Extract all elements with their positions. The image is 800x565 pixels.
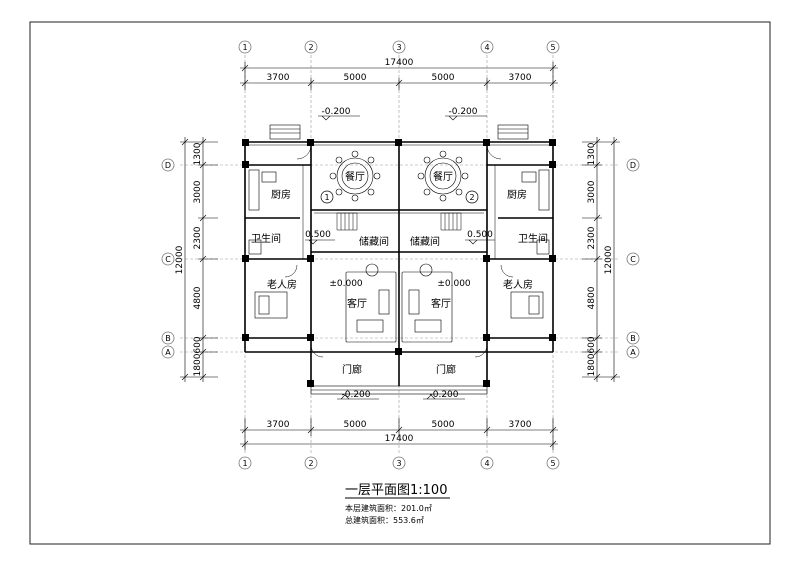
dim-left-1: 1300 (193, 142, 203, 165)
axis-label-left-d: D (165, 161, 171, 170)
dim-left-3: 2300 (193, 226, 203, 249)
dim-lines-right (582, 137, 620, 382)
room-dining-right: 餐厅 (433, 170, 453, 183)
dim-right-1: 1300 (587, 142, 597, 165)
dim-bottom-total: 17400 (385, 434, 414, 444)
axis-label-right-a: A (630, 348, 636, 357)
dim-right-6: 1800 (587, 353, 597, 376)
unit-marker-2-label: 2 (469, 193, 474, 202)
dim-bottom-3: 5000 (432, 420, 455, 430)
axis-label-top-1: 1 (242, 43, 247, 52)
dim-bottom-2: 5000 (344, 420, 367, 430)
kitchen-fixtures (248, 169, 550, 255)
dim-top-total: 17400 (385, 58, 414, 68)
dim-right-5: 600 (587, 336, 597, 353)
room-storage-left: 储藏间 (359, 235, 389, 248)
dim-left-2: 3000 (193, 180, 203, 203)
plan-title: 一层平面图1:100 (345, 483, 447, 498)
room-kitchen-right: 厨房 (507, 188, 527, 201)
room-dining-left: 餐厅 (345, 170, 365, 183)
dim-left-5: 600 (193, 336, 203, 353)
dim-left-total: 12000 (175, 245, 185, 274)
axis-label-right-b: B (630, 334, 636, 343)
elev-bottom-right: -0.200 (429, 390, 458, 400)
dining-table-left (329, 150, 381, 202)
porch-steps (310, 385, 488, 395)
room-storage-right: 储藏间 (410, 235, 440, 248)
total-area-note: 总建筑面积：553.6㎡ (345, 515, 424, 525)
unit-marker-1 (320, 190, 334, 204)
axis-bubbles-left (161, 158, 175, 359)
elev-top-right: -0.200 (448, 107, 477, 117)
elev-top-left: -0.200 (321, 107, 350, 117)
axis-label-bottom-5: 5 (550, 459, 555, 468)
dining-table-right (417, 150, 469, 202)
axis-label-bottom-3: 3 (396, 459, 401, 468)
room-porch-right: 门廊 (436, 363, 456, 376)
elev-living-left: ±0.000 (329, 279, 363, 289)
axis-bubbles-top (238, 40, 560, 54)
page-border (29, 21, 771, 545)
room-elder-right: 老人房 (503, 278, 533, 291)
elev-living-right: ±0.000 (437, 279, 471, 289)
dim-lines-bottom (240, 418, 558, 450)
elev-step-right: 0.500 (467, 230, 493, 240)
axis-label-top-3: 3 (396, 43, 401, 52)
dim-left-4: 4800 (193, 286, 203, 309)
walls (244, 141, 554, 386)
axis-label-top-4: 4 (484, 43, 489, 52)
axis-label-top-5: 5 (550, 43, 555, 52)
floor-area-note: 本层建筑面积：201.0㎡ (345, 503, 432, 513)
room-bath-right: 卫生间 (518, 232, 548, 245)
columns (242, 139, 556, 387)
elevation-ticks (305, 115, 495, 400)
unit-marker-2 (465, 190, 479, 204)
axis-label-top-2: 2 (308, 43, 313, 52)
elev-bottom-left: -0.200 (341, 390, 370, 400)
dim-lines-top (240, 62, 558, 90)
dim-right-3: 2300 (587, 226, 597, 249)
entry-steps-top (269, 124, 529, 140)
dim-top-3: 5000 (432, 73, 455, 83)
unit-marker-1-label: 1 (324, 193, 329, 202)
beds (254, 291, 544, 319)
axis-bubbles-right (626, 158, 640, 359)
dim-top-2: 5000 (344, 73, 367, 83)
sofa-sets (345, 263, 453, 343)
dim-bottom-1: 3700 (267, 420, 290, 430)
elev-step-left: 0.500 (305, 230, 331, 240)
stairs (336, 212, 462, 231)
dim-bottom-4: 3700 (509, 420, 532, 430)
room-elder-left: 老人房 (267, 278, 297, 291)
axis-label-right-c: C (630, 255, 636, 264)
axis-label-bottom-1: 1 (242, 459, 247, 468)
axis-label-bottom-4: 4 (484, 459, 489, 468)
axis-label-right-d: D (630, 161, 636, 170)
dim-left-6: 1800 (193, 353, 203, 376)
door-swings (284, 144, 514, 358)
room-kitchen-left: 厨房 (271, 188, 291, 201)
dim-right-2: 3000 (587, 180, 597, 203)
room-living-left: 客厅 (347, 297, 367, 310)
axis-label-left-c: C (165, 255, 171, 264)
axis-label-bottom-2: 2 (308, 459, 313, 468)
axis-label-left-a: A (165, 348, 171, 357)
dim-top-1: 3700 (267, 73, 290, 83)
axis-label-left-b: B (165, 334, 171, 343)
dim-right-4: 4800 (587, 286, 597, 309)
axis-bubbles-bottom (238, 456, 560, 470)
room-porch-left: 门廊 (342, 363, 362, 376)
dim-top-4: 3700 (509, 73, 532, 83)
dim-lines-left (180, 137, 218, 382)
dim-right-total: 12000 (604, 245, 614, 274)
room-bath-left: 卫生间 (251, 232, 281, 245)
room-living-right: 客厅 (431, 297, 451, 310)
